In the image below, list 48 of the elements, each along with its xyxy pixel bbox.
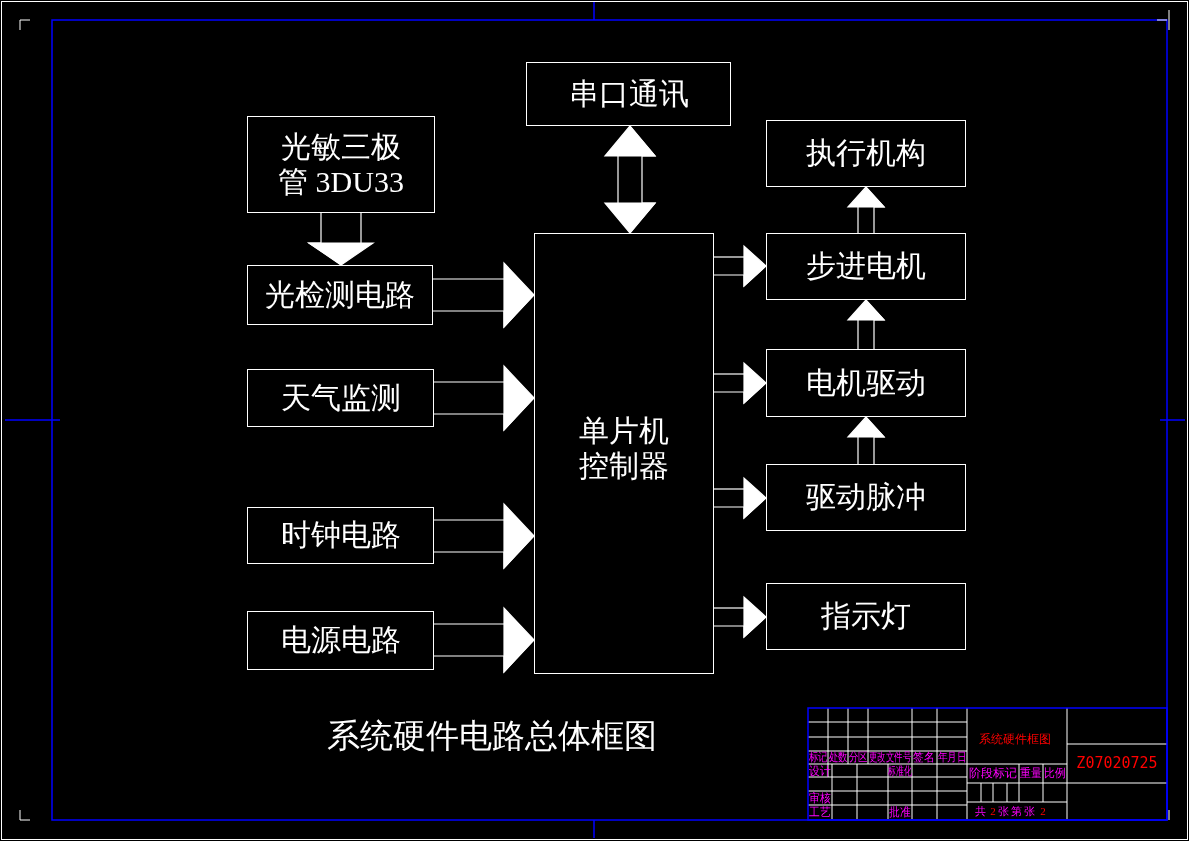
process-box: 执行机构 xyxy=(766,120,966,187)
title-block-label: 签名 xyxy=(913,751,935,763)
process-box: 指示灯 xyxy=(766,583,966,650)
block-arrow xyxy=(713,245,767,288)
block-arrow xyxy=(433,365,535,432)
title-block-label: 张 xyxy=(1023,805,1035,817)
block-arrow xyxy=(713,596,767,639)
block-arrow xyxy=(307,212,374,266)
title-block-label: 设计 xyxy=(809,765,831,777)
process-box: 光检测电路 xyxy=(247,265,433,325)
title-block-label: 2 xyxy=(1040,805,1046,817)
process-box: 时钟电路 xyxy=(247,507,434,564)
caption: 系统硬件电路总体框图 xyxy=(327,716,657,756)
controller-box: 单片机控制器 xyxy=(534,233,714,674)
title-block-label: 2 xyxy=(990,805,996,817)
process-box: 步进电机 xyxy=(766,233,966,300)
block-arrow xyxy=(432,262,535,329)
title-block-label: 重量 xyxy=(1020,767,1042,779)
process-box: 电源电路 xyxy=(247,611,434,670)
title-block-label: 审核 xyxy=(809,792,831,804)
title-block-label: 处数 xyxy=(828,751,848,763)
process-box: 天气监测 xyxy=(247,369,434,427)
block-arrow xyxy=(604,125,657,234)
title-block-label: 标准化 xyxy=(888,765,912,777)
title-block-label: 批准 xyxy=(889,806,911,818)
title-block-label: 第 xyxy=(1010,805,1022,817)
title-block-label: 工艺 xyxy=(809,806,831,818)
title-block-label: 分区 xyxy=(848,751,868,763)
title-block-label: 共 xyxy=(974,805,986,817)
title-block-label: Z07020725 xyxy=(1076,755,1158,771)
block-arrow xyxy=(847,186,886,234)
block-arrow xyxy=(847,416,886,465)
title-block-label: 系统硬件框图 xyxy=(979,733,1051,745)
block-arrow xyxy=(433,607,535,674)
block-arrow xyxy=(713,477,767,520)
process-box: 驱动脉冲 xyxy=(766,464,966,531)
process-box: 串口通讯 xyxy=(526,62,731,126)
block-arrow xyxy=(713,362,767,405)
process-box: 光敏三极管 3DU33 xyxy=(247,116,435,213)
process-box: 电机驱动 xyxy=(766,349,966,417)
title-block-label: 张 xyxy=(997,805,1009,817)
title-block-label: 标记 xyxy=(808,751,828,763)
title-block-label: 比例 xyxy=(1044,767,1066,779)
block-arrow xyxy=(433,503,535,570)
block-arrow xyxy=(847,299,886,350)
title-block-label: 更改文件号 xyxy=(869,751,911,763)
title-block-label: 阶段标记 xyxy=(969,767,1017,779)
title-block-label: 年月日 xyxy=(937,751,967,763)
